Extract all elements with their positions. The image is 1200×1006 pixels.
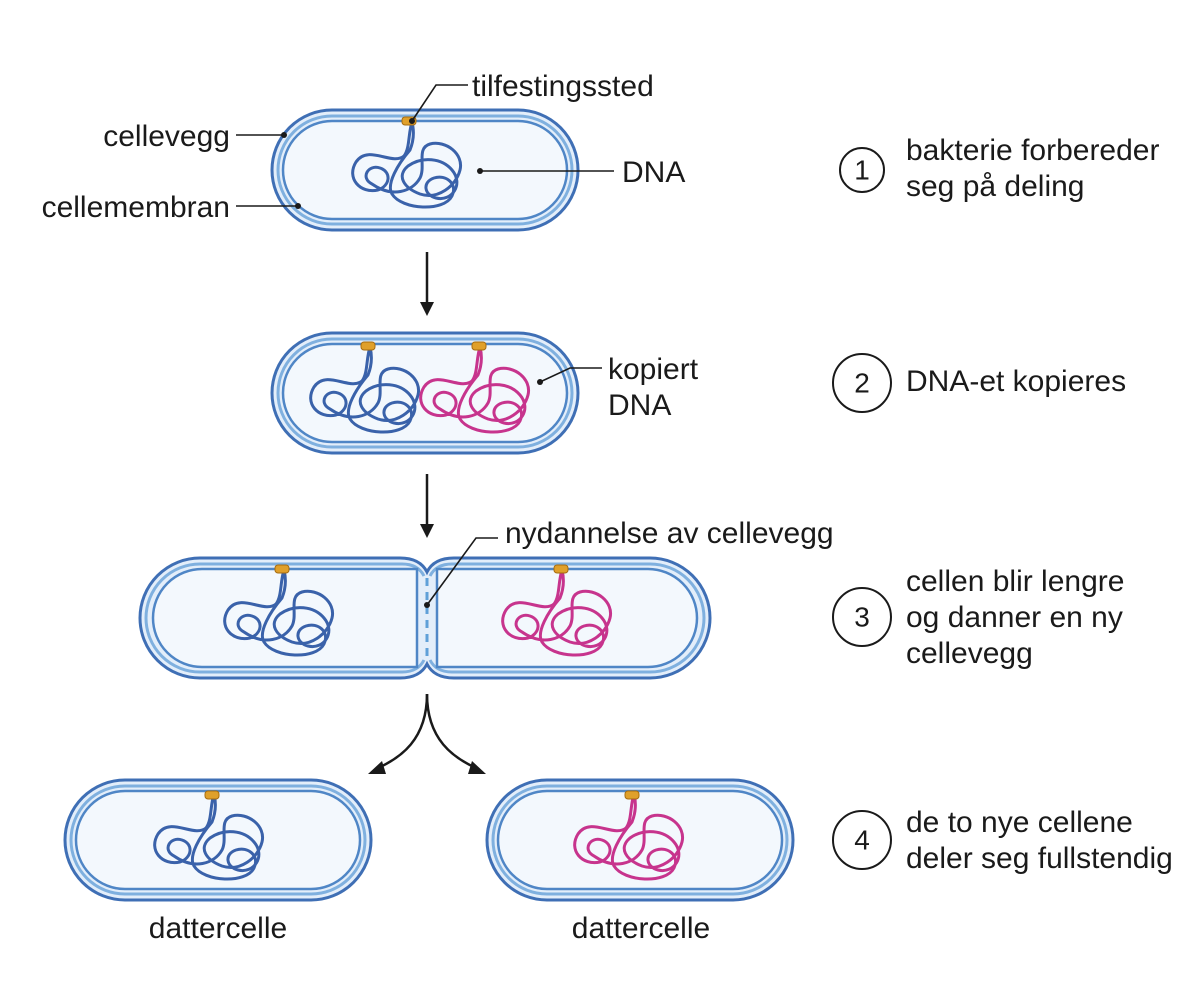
label-daughter-cell-right: dattercelle [572, 912, 710, 945]
cell-wall-inner [69, 784, 367, 896]
step-number: 4 [854, 825, 870, 856]
arrow-down-1 [420, 252, 434, 316]
cell-wall-inner [144, 562, 706, 674]
leader-dot [281, 132, 287, 138]
label-dna: DNA [622, 156, 685, 189]
step-description-line: de to nye cellene [906, 806, 1133, 839]
cell-membrane-right [435, 567, 699, 669]
step-number-circle [839, 147, 885, 193]
label-new-cell-wall: nydannelse av cellevegg [505, 517, 834, 550]
step-description-line: DNA-et kopieres [906, 365, 1126, 398]
cell-wall-inner [491, 784, 789, 896]
label-copied-dna-1: kopiert [608, 353, 699, 386]
labels-stage-1: tilfestingssted cellevegg cellemembran D… [42, 70, 686, 224]
cell-membrane [281, 119, 569, 221]
leader-copied-dna [539, 367, 602, 383]
cell-membrane-left [151, 567, 419, 669]
attachment-site-marker [274, 564, 290, 574]
step-description-line: cellen blir lengre [906, 565, 1124, 598]
step-description-line: cellevegg [906, 637, 1033, 670]
arrow-split [368, 693, 486, 774]
step-4: 4 de to nye cellene deler seg fullstendi… [832, 806, 1173, 875]
leader-dot [295, 203, 301, 209]
arrow-down-2 [420, 474, 434, 538]
leader-dot [477, 168, 483, 174]
label-copied-dna-2: DNA [608, 389, 671, 422]
label-cell-wall: cellevegg [103, 120, 230, 153]
daughter-cell-left [63, 778, 373, 902]
cell-stage-3 [138, 556, 712, 680]
cell-stage-2 [270, 331, 580, 455]
attachment-site-marker [360, 341, 376, 351]
label-cell-membrane: cellemembran [42, 191, 230, 224]
step-number-circle [832, 587, 892, 647]
cell-membrane [281, 342, 569, 444]
step-description-line: deler seg fullstendig [906, 842, 1173, 875]
step-number-circle [832, 810, 892, 870]
cell-stage-1 [270, 108, 580, 232]
attachment-site-marker [624, 790, 640, 800]
label-daughter-cell-left: dattercelle [149, 912, 287, 945]
labels-stage-2: kopiert DNA [537, 353, 699, 422]
step-number: 2 [854, 368, 870, 399]
step-number: 1 [854, 155, 870, 186]
step-number-circle [832, 353, 892, 413]
step-1: 1 bakterie forbereder seg på deling [839, 134, 1159, 203]
label-attachment-site: tilfestingssted [472, 70, 654, 103]
daughter-cell-right [485, 778, 795, 902]
leader-dot [537, 379, 543, 385]
leader-attachment [411, 84, 468, 122]
leader-dot [409, 118, 415, 124]
cell-wall-inner [276, 114, 574, 226]
attachment-site-marker [204, 790, 220, 800]
step-description-line: og danner en ny [906, 601, 1123, 634]
cell-wall-inner [276, 337, 574, 449]
step-number: 3 [854, 602, 870, 633]
step-3: 3 cellen blir lengre og danner en ny cel… [832, 565, 1124, 670]
step-description-line: bakterie forbereder [906, 134, 1159, 167]
cell-membrane [496, 789, 784, 891]
labels-stage-3: nydannelse av cellevegg [424, 517, 834, 608]
leader-new-cell-wall [426, 537, 498, 606]
step-2: 2 DNA-et kopieres [832, 353, 1126, 413]
leader-dot [424, 602, 430, 608]
attachment-site-marker [553, 564, 569, 574]
cell-membrane [74, 789, 362, 891]
step-description-line: seg på deling [906, 170, 1084, 203]
attachment-site-marker [471, 341, 487, 351]
